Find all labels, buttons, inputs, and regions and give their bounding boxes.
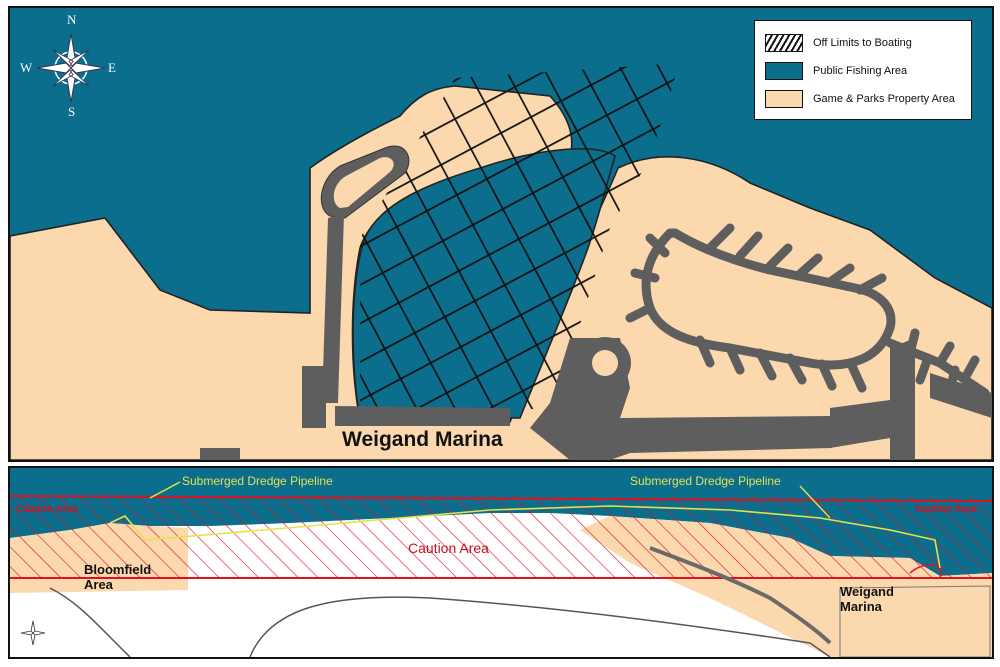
legend-label: Off Limits to Boating	[813, 37, 912, 49]
campground-loop	[625, 223, 990, 398]
marina-grounds	[839, 585, 991, 657]
overview-map-panel: Submerged Dredge Pipeline Submerged Dred…	[8, 466, 994, 659]
legend-label: Game & Parks Property Area	[813, 93, 955, 105]
east-spur-road	[930, 373, 992, 418]
legend-label: Public Fishing Area	[813, 65, 908, 77]
compass-south-label: S	[68, 104, 76, 119]
area-label-bloomfield: Bloomfield Area	[84, 562, 152, 592]
caution-north-line	[10, 495, 992, 502]
turnaround-island	[592, 350, 618, 376]
caution-zone	[10, 496, 992, 578]
overview-map	[10, 468, 992, 657]
map-legend: Off Limits to Boating Public Fishing Are…	[754, 20, 972, 120]
access-road	[322, 214, 344, 403]
legend-item-off-limits: Off Limits to Boating	[765, 29, 961, 57]
detail-map-panel: N S E W Off Limits to Boating Public Fis…	[8, 6, 994, 462]
marina-caution-loop	[909, 564, 942, 579]
parking-bottom-left	[200, 448, 240, 460]
mini-compass-icon	[20, 620, 46, 646]
off-limits-zone	[360, 63, 680, 418]
river-water	[10, 468, 992, 576]
shore-road	[335, 406, 510, 426]
land-swatch	[765, 90, 803, 108]
road-main	[249, 596, 831, 657]
map-title: Weigand Marina	[342, 428, 503, 451]
compass-west-label: W	[20, 60, 33, 75]
road-loop-island	[333, 157, 394, 208]
legend-item-property: Game & Parks Property Area	[765, 85, 961, 113]
road-west	[49, 587, 131, 657]
dredge-pipeline	[109, 505, 941, 569]
area-label-weigand: Weigand Marina	[840, 584, 894, 614]
water-swatch	[765, 62, 803, 80]
east-road	[890, 338, 915, 460]
legend-item-fishing: Public Fishing Area	[765, 57, 961, 85]
pipeline-leader-right	[799, 485, 831, 519]
compass-east-label: E	[108, 60, 116, 75]
caution-label-right: Caution Area	[915, 504, 977, 515]
road-east	[649, 546, 832, 645]
pipeline-label-left: Submerged Dredge Pipeline	[182, 474, 333, 488]
caution-label-center: Caution Area	[408, 540, 489, 556]
pipeline-label-right: Submerged Dredge Pipeline	[630, 474, 781, 488]
pipeline-leader-left	[149, 481, 181, 499]
caution-label-left: Caution Area	[16, 504, 78, 515]
hatch-swatch	[765, 34, 803, 52]
compass-north-label: N	[67, 12, 77, 27]
compass-rose: N S E W	[20, 12, 116, 119]
parking-left	[302, 366, 326, 428]
compass-rose-icon	[36, 33, 106, 103]
east-parking	[830, 400, 890, 448]
